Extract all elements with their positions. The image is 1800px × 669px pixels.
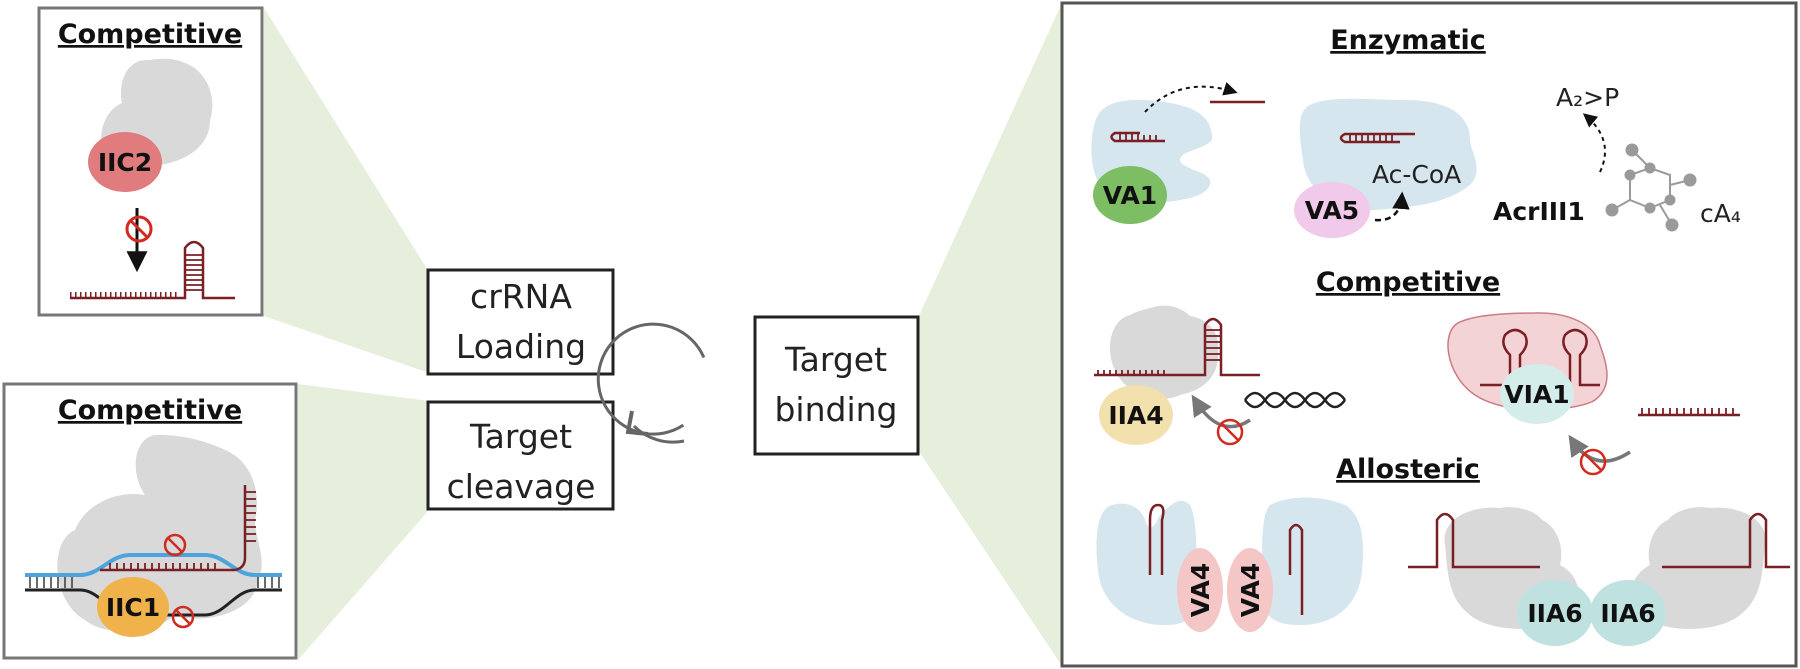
panel-bottom-left-title: Competitive — [58, 395, 242, 426]
va1-protein — [1093, 166, 1167, 224]
iia6-label-a: IIA6 — [1527, 599, 1582, 628]
inhibit-icon — [171, 605, 195, 629]
via1-label: VIA1 — [1504, 380, 1569, 409]
stage-target-cleavage: Target cleavage — [426, 400, 615, 511]
inhibit-icon — [163, 533, 187, 557]
zoom-wedge-right — [918, 3, 1062, 666]
inhibit-icon — [125, 215, 153, 243]
stage-crrna-loading: crRNA Loading — [426, 268, 615, 376]
target-rna — [1638, 408, 1740, 417]
ca4-molecule — [1605, 143, 1697, 232]
va4-label-a: VA4 — [1186, 563, 1215, 617]
va4-cas-right — [1261, 497, 1364, 625]
stage-target-binding: Target binding — [753, 315, 920, 456]
stage-crrna-loading-line1: crRNA — [470, 277, 572, 316]
stage-target-cleavage-line1: Target — [469, 417, 572, 456]
panel-top-left: Competitive IIC2 — [37, 6, 264, 317]
via1-protein — [1500, 364, 1574, 424]
va4-protein-a — [1177, 548, 1223, 632]
degradation-arrow — [1582, 113, 1606, 173]
iia6-protein-a — [1517, 580, 1593, 646]
panel-right: Enzymatic VA1 VA5 Ac-CoA A₂>P AcrIII1 cA… — [1060, 1, 1798, 668]
dna-helix — [1243, 391, 1347, 409]
acriii1-label: AcrIII1 — [1493, 197, 1585, 226]
va5-label: VA5 — [1305, 196, 1359, 225]
a2p-label: A₂>P — [1556, 83, 1619, 112]
va4-label-b: VA4 — [1236, 563, 1265, 617]
iia6-protein-b — [1590, 580, 1666, 646]
va4-protein-b — [1227, 548, 1273, 632]
enzymatic-title: Enzymatic — [1330, 25, 1486, 56]
competition-arrow — [1568, 434, 1631, 463]
inhibit-icon — [1579, 448, 1607, 476]
stage-target-binding-line2: binding — [774, 390, 897, 429]
allosteric-title: Allosteric — [1336, 454, 1480, 485]
stage-crrna-loading-line2: Loading — [456, 327, 586, 366]
iic2-protein — [88, 132, 162, 192]
va1-label: VA1 — [1103, 181, 1157, 210]
iia6-label-b: IIA6 — [1600, 599, 1655, 628]
stage-target-cleavage-line2: cleavage — [447, 467, 596, 506]
crrna — [100, 485, 256, 572]
acoa-label: Ac-CoA — [1372, 160, 1461, 189]
va4-cas-left — [1096, 500, 1199, 625]
iia4-label: IIA4 — [1108, 401, 1163, 430]
target-dna — [70, 240, 235, 300]
inhibit-icon — [1216, 418, 1244, 446]
iic1-label: IIC1 — [106, 593, 160, 622]
panel-top-left-title: Competitive — [58, 19, 242, 50]
iic2-label: IIC2 — [98, 148, 152, 177]
va5-protein — [1294, 182, 1370, 238]
zoom-wedge-top-left — [264, 8, 429, 373]
panel-bottom-left: Competitive IIC1 — [2, 382, 298, 660]
va5-cas-shape — [1299, 98, 1477, 211]
iia4-target — [1094, 317, 1260, 377]
iia4-protein — [1099, 385, 1173, 445]
dna-strand-blue — [25, 553, 282, 577]
ca4-label: cA₄ — [1700, 199, 1741, 228]
iic1-protein — [97, 577, 169, 637]
acetylation-arrow — [1374, 191, 1410, 222]
cleavage-arrow — [1144, 82, 1238, 113]
cas-complex-shape — [57, 434, 262, 632]
stage-target-binding-line1: Target — [784, 340, 887, 379]
zoom-wedge-bottom-left — [298, 384, 429, 660]
competitive-title: Competitive — [1316, 267, 1500, 298]
cycle-arrow — [596, 322, 706, 444]
